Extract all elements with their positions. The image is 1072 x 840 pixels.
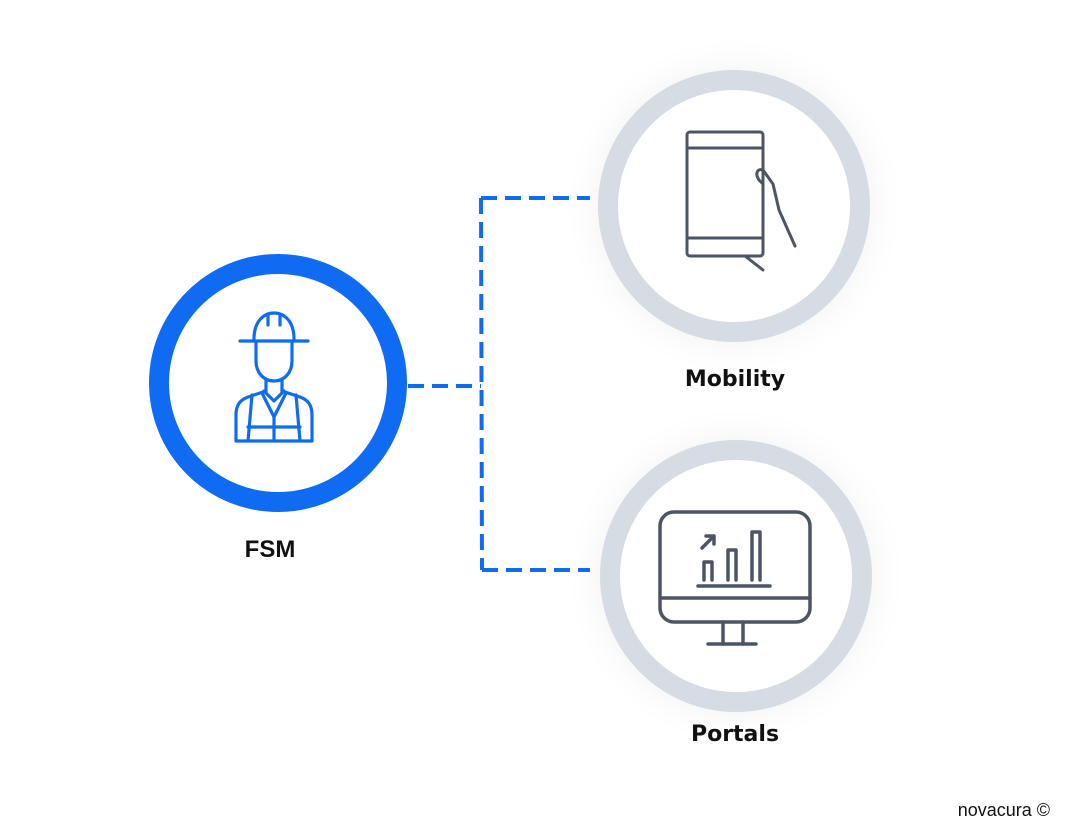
copyright-footer: novacura © [957,800,1050,820]
fsm-label: FSM [244,536,296,563]
connector-vertical [479,197,484,571]
construction-worker-icon [234,311,314,443]
monitor-bar-chart-icon [658,510,812,646]
mobility-label: Mobility [684,367,786,392]
hand-holding-phone-icon [685,130,797,272]
portals-label: Portals [690,722,780,747]
